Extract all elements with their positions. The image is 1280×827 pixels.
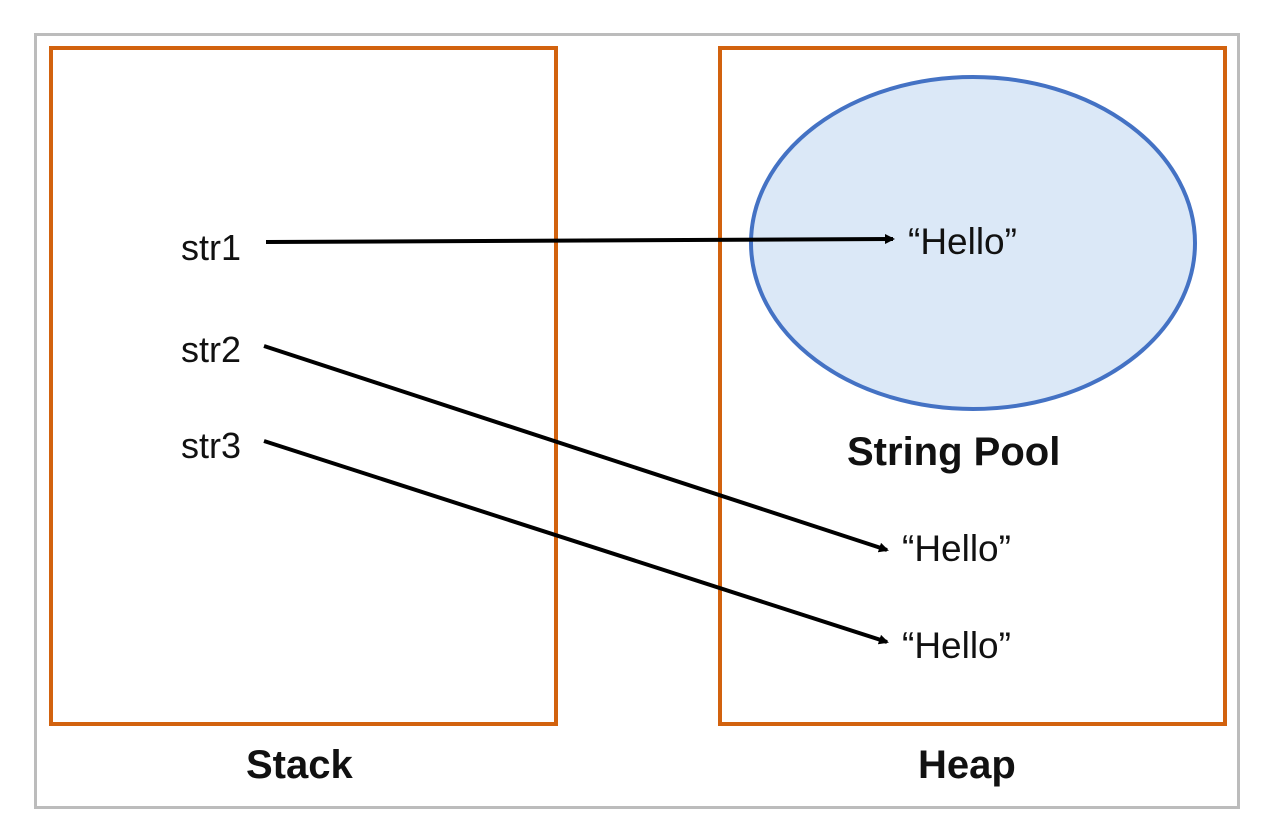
stack-region: [49, 46, 558, 726]
stack-variable-str2: str2: [181, 329, 242, 370]
heap-object-hello-2: “Hello”: [902, 625, 1011, 666]
heap-object-hello-1: “Hello”: [902, 528, 1011, 569]
heap-label: Heap: [918, 743, 1016, 787]
stack-variable-str3: str3: [181, 425, 242, 466]
stack-variable-str1: str1: [181, 227, 242, 268]
heap-region: [718, 46, 1227, 726]
arrow-str3-to-heap-object-2: [263, 439, 889, 645]
pool-string-hello: “Hello”: [908, 221, 1017, 262]
stack-label: Stack: [246, 743, 353, 787]
string-pool-label: String Pool: [847, 430, 1061, 474]
arrow-str1-to-pool: [265, 234, 895, 245]
arrow-str2-to-heap-object-1: [263, 344, 889, 553]
string-pool-ellipse: [749, 75, 1197, 411]
